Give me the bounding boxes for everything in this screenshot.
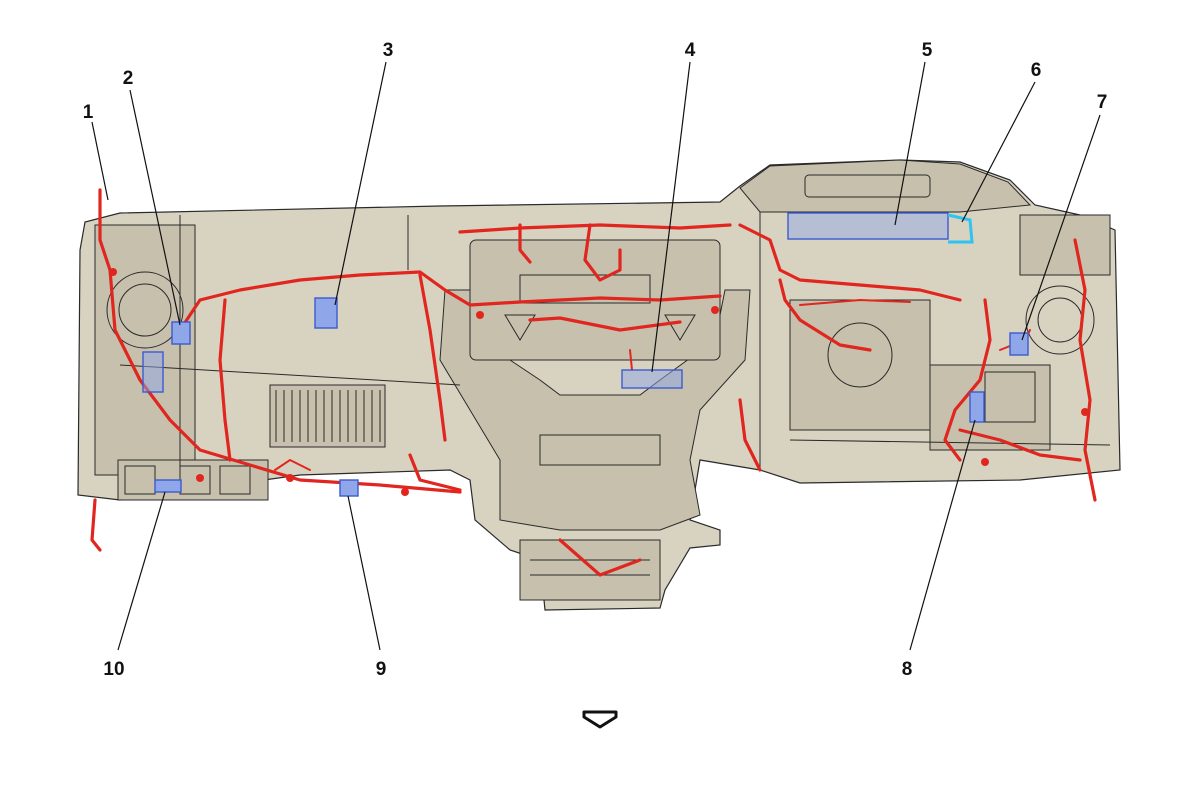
callout-4: 4 (685, 40, 696, 61)
leader-6 (961, 81, 1036, 223)
callout-6: 6 (1031, 60, 1042, 81)
leader-7 (1021, 114, 1101, 341)
callout-10: 10 (103, 659, 124, 680)
leader-10 (117, 491, 166, 651)
connector-5 (787, 212, 949, 240)
leader-3 (334, 61, 387, 306)
connector-6 (947, 213, 974, 244)
connector-10 (154, 479, 182, 493)
leader-lines (91, 61, 1101, 651)
leader-2 (129, 89, 181, 326)
callout-2: 2 (123, 68, 134, 89)
leader-1 (91, 121, 109, 201)
callout-1: 1 (83, 102, 94, 123)
connector-3 (314, 297, 338, 329)
connector-7 (1009, 332, 1029, 356)
leader-9 (347, 495, 381, 651)
connector-left-lower (142, 351, 164, 393)
leader-5 (894, 61, 926, 226)
callout-7: 7 (1097, 92, 1108, 113)
callout-9: 9 (376, 659, 387, 680)
callout-labels: 1 2 3 4 5 6 7 8 9 10 (83, 40, 1108, 680)
leader-4 (651, 61, 691, 373)
connector-2 (171, 321, 191, 345)
callout-3: 3 (383, 40, 394, 61)
callout-8: 8 (902, 659, 913, 680)
instrument-panel-body (77, 159, 1121, 611)
connector-8 (969, 391, 985, 423)
leader-8 (909, 419, 976, 651)
front-arrow-icon (582, 710, 618, 729)
blower-grille (275, 390, 381, 442)
connector-9 (339, 479, 359, 497)
wiring-harness (90, 188, 1097, 577)
connectors (142, 212, 1029, 497)
callout-5: 5 (922, 40, 933, 61)
connector-4 (621, 369, 683, 389)
